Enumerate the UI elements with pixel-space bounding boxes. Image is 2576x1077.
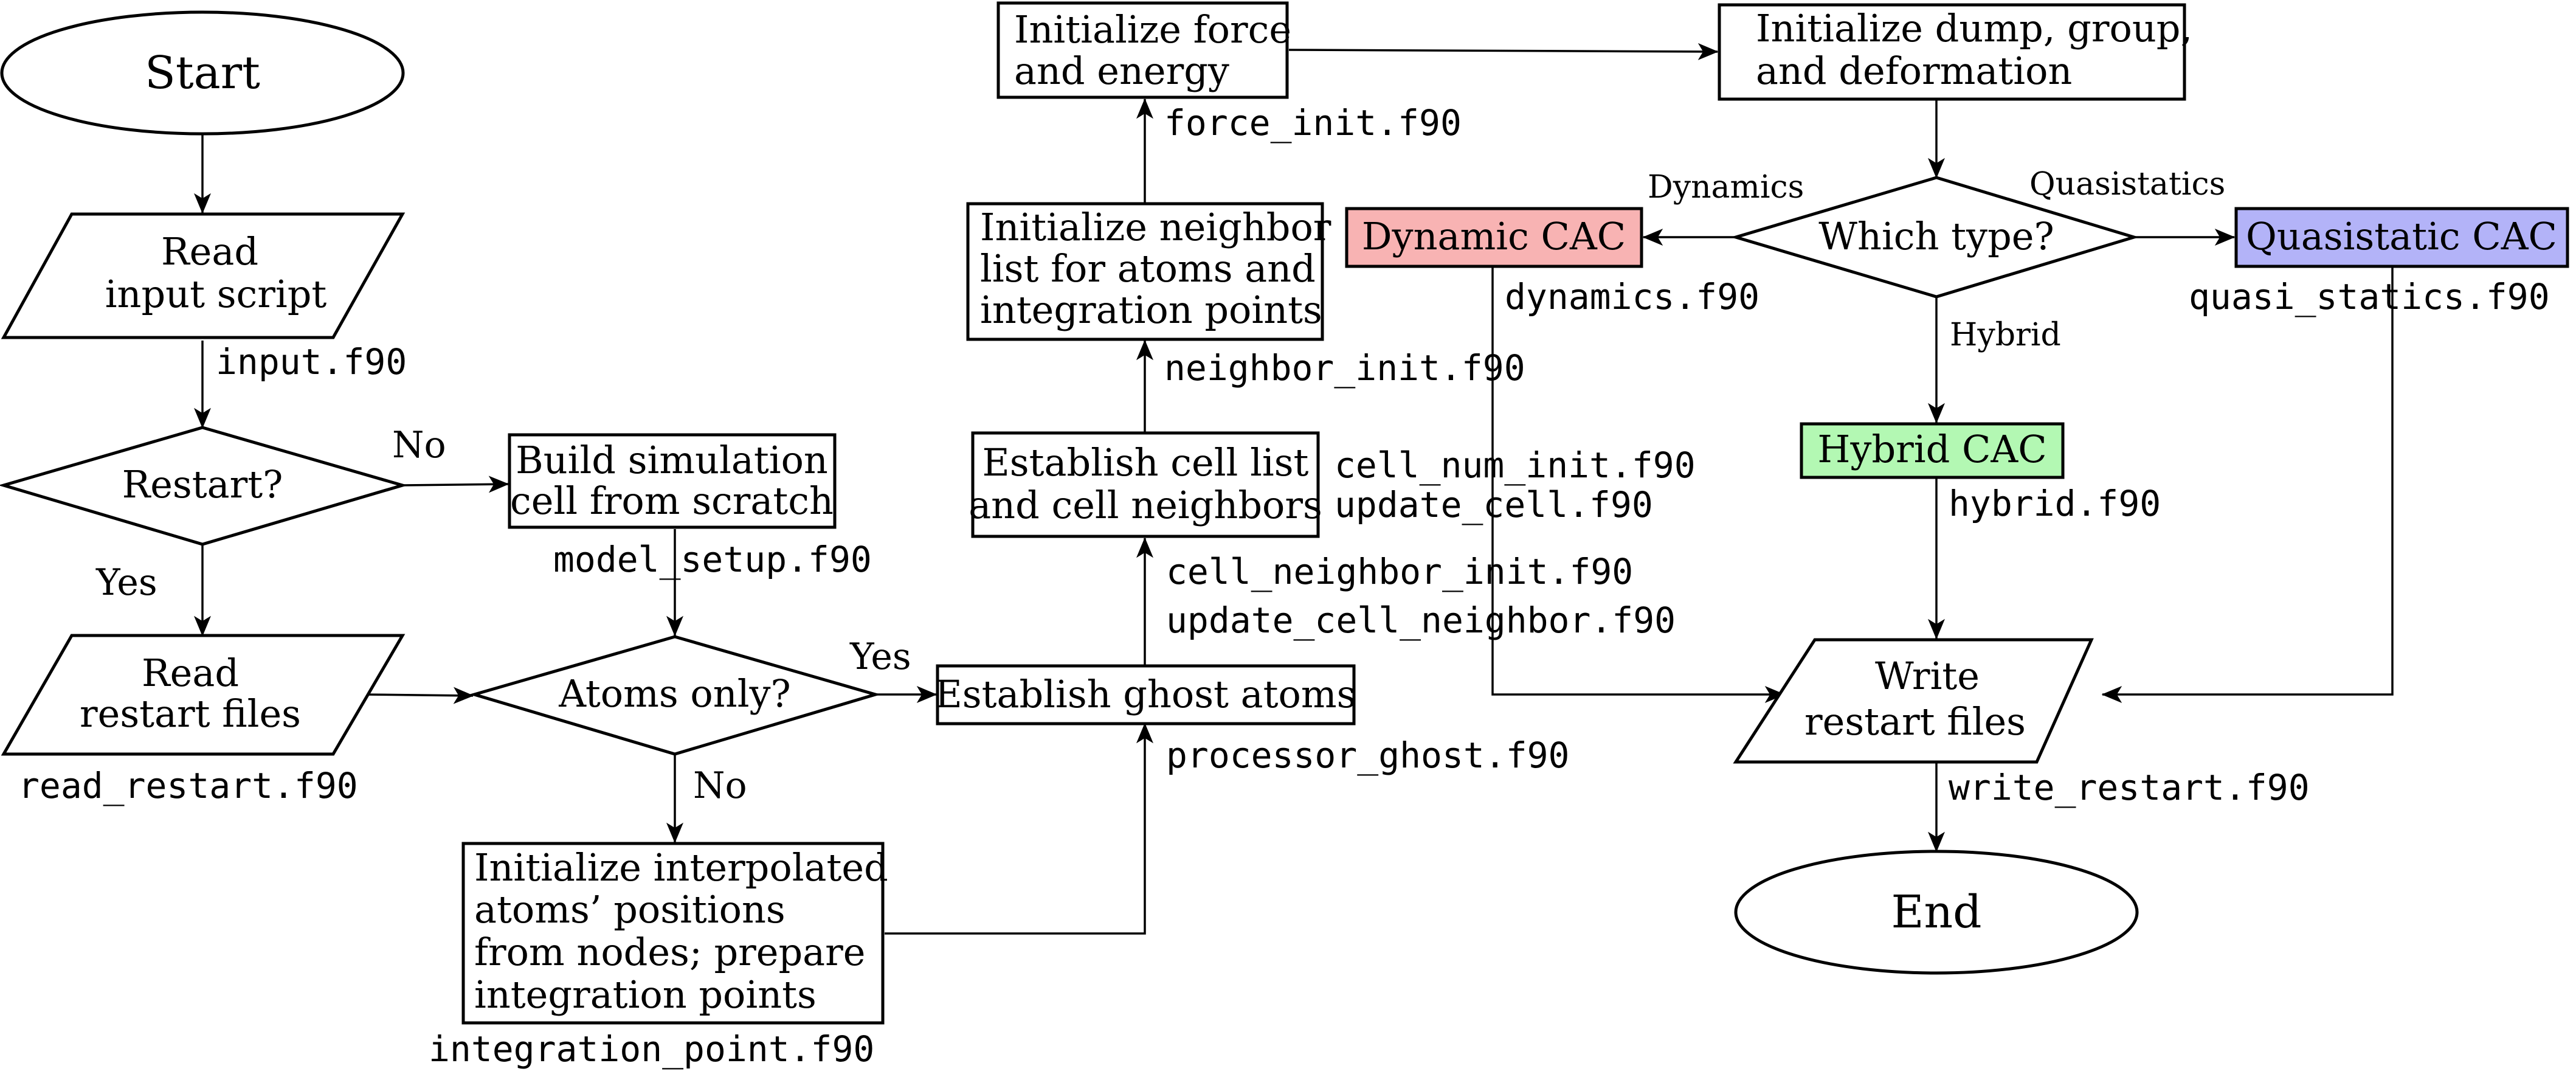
quasistatics-edge-label: Quasistatics bbox=[2029, 166, 2225, 203]
edges bbox=[194, 43, 2394, 935]
edge-dynamic-write bbox=[1491, 268, 1786, 703]
restart-yes-label: Yes bbox=[95, 561, 157, 604]
write-restart-line1: Write bbox=[1875, 654, 1980, 698]
hybrid-edge-label: Hybrid bbox=[1950, 317, 2061, 353]
edge-restart-no bbox=[402, 476, 509, 493]
read-restart-line2: restart files bbox=[80, 691, 301, 736]
which-type-decision: Which type? bbox=[1730, 176, 2139, 299]
edge-readrestart-atoms bbox=[363, 687, 474, 704]
init-interp-line3: from nodes; prepare bbox=[474, 930, 865, 974]
file-neighbor-init: neighbor_init.f90 bbox=[1164, 347, 1525, 389]
cell-list-line2: and cell neighbors bbox=[969, 483, 1322, 527]
force-energy-node: Initialize force and energy bbox=[996, 1, 1291, 99]
file-force-init: force_init.f90 bbox=[1164, 102, 1462, 144]
dump-node: Initialize dump, group, and deformation bbox=[1718, 3, 2192, 101]
write-restart-line2: restart files bbox=[1804, 699, 2026, 744]
file-dynamics: dynamics.f90 bbox=[1505, 276, 1759, 317]
file-read-restart: read_restart.f90 bbox=[18, 765, 358, 806]
file-integration-point: integration_point.f90 bbox=[429, 1028, 874, 1070]
quasistatic-label: Quasistatic CAC bbox=[2246, 214, 2557, 258]
file-hybrid: hybrid.f90 bbox=[1949, 483, 2161, 524]
cell-list-line1: Establish cell list bbox=[982, 440, 1309, 485]
neighbor-list-line3: integration points bbox=[980, 288, 1322, 332]
file-input: input.f90 bbox=[216, 341, 407, 383]
read-input-node: Read input script bbox=[1, 212, 406, 339]
build-cell-line1: Build simulation bbox=[516, 438, 828, 482]
hybrid-label: Hybrid CAC bbox=[1817, 427, 2046, 471]
read-restart-node: Read restart files bbox=[1, 634, 406, 756]
neighbor-list-line2: list for atoms and bbox=[980, 246, 1316, 291]
edge-force-dump bbox=[1288, 43, 1719, 60]
read-restart-line1: Read bbox=[142, 651, 239, 695]
quasistatic-cac-node: Quasistatic CAC bbox=[2234, 207, 2569, 268]
ghost-atoms-node: Establish ghost atoms bbox=[935, 664, 1356, 726]
file-processor-ghost: processor_ghost.f90 bbox=[1166, 735, 1569, 776]
force-energy-line2: and energy bbox=[1014, 49, 1229, 93]
init-interp-line1: Initialize interpolated bbox=[474, 845, 888, 890]
file-write-restart: write_restart.f90 bbox=[1949, 767, 2310, 808]
end-label: End bbox=[1891, 886, 1981, 938]
init-interp-line2: atoms’ positions bbox=[474, 887, 786, 932]
atoms-yes-label: Yes bbox=[849, 635, 911, 678]
read-input-line2: input script bbox=[105, 272, 327, 316]
start-label: Start bbox=[145, 47, 260, 99]
dynamics-edge-label: Dynamics bbox=[1648, 169, 1804, 206]
file-cell-neighbor-init: cell_neighbor_init.f90 bbox=[1166, 551, 1633, 592]
edge-interp-ghost bbox=[885, 722, 1153, 935]
atoms-only-label: Atoms only? bbox=[558, 671, 791, 716]
write-restart-node: Write restart files bbox=[1733, 638, 2094, 764]
start-node: Start bbox=[0, 10, 405, 136]
build-cell-node: Build simulation cell from scratch bbox=[508, 433, 837, 529]
dump-line1: Initialize dump, group, bbox=[1756, 6, 2192, 50]
atoms-no-label: No bbox=[693, 764, 747, 807]
restart-label: Restart? bbox=[122, 462, 283, 507]
file-model-setup: model_setup.f90 bbox=[553, 539, 872, 580]
dump-line2: and deformation bbox=[1756, 49, 2072, 93]
edge-quasi-write bbox=[2101, 268, 2394, 703]
restart-no-label: No bbox=[392, 424, 446, 466]
which-type-label: Which type? bbox=[1818, 214, 2054, 258]
dynamic-cac-node: Dynamic CAC bbox=[1345, 207, 1643, 268]
dynamic-label: Dynamic CAC bbox=[1362, 214, 1626, 258]
init-interp-line4: integration points bbox=[474, 972, 817, 1017]
atoms-only-decision: Atoms only? bbox=[469, 635, 881, 756]
file-quasi-statics: quasi_statics.f90 bbox=[2189, 276, 2550, 317]
ghost-label: Establish ghost atoms bbox=[935, 672, 1356, 716]
force-energy-line1: Initialize force bbox=[1014, 7, 1291, 52]
restart-decision: Restart? bbox=[0, 426, 408, 546]
init-interpolated-node: Initialize interpolated atoms’ positions… bbox=[461, 842, 888, 1025]
file-update-cell-neighbor: update_cell_neighbor.f90 bbox=[1166, 600, 1676, 641]
cell-list-node: Establish cell list and cell neighbors bbox=[969, 431, 1322, 538]
build-cell-line2: cell from scratch bbox=[510, 479, 834, 523]
neighbor-list-node: Initialize neighbor list for atoms and i… bbox=[966, 202, 1331, 341]
end-node: End bbox=[1734, 850, 2139, 975]
hybrid-cac-node: Hybrid CAC bbox=[1800, 422, 2065, 479]
neighbor-list-line1: Initialize neighbor bbox=[980, 205, 1331, 249]
file-update-cell: update_cell.f90 bbox=[1335, 484, 1653, 525]
file-cell-num-init: cell_num_init.f90 bbox=[1335, 445, 1696, 486]
read-input-line1: Read bbox=[161, 229, 258, 274]
